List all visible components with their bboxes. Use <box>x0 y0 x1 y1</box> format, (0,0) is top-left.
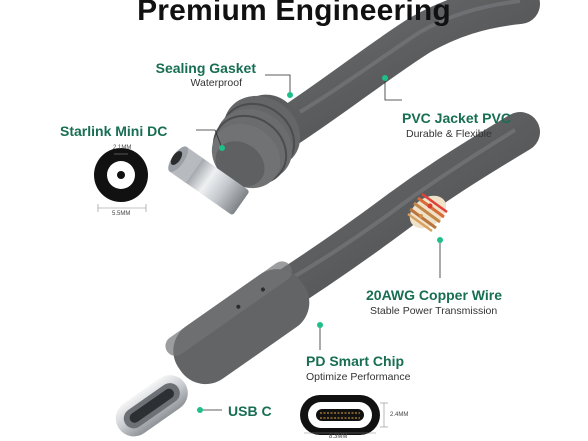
page-title: Premium Engineering <box>137 0 451 27</box>
usb-c-label: USB C <box>228 403 272 419</box>
copper-wire-strands <box>407 192 448 233</box>
pvc-jacket-sub: Durable & Flexible <box>406 128 492 140</box>
sealing-gasket-sub: Waterproof <box>190 77 242 89</box>
dc-inner-dimension: 2.1MM <box>113 145 132 151</box>
dc-barrel-shape <box>168 146 249 215</box>
sealing-gasket-label: Sealing Gasket <box>155 60 256 76</box>
usbc-plug-shape <box>115 375 188 437</box>
callout-leaders <box>196 74 441 411</box>
starlink-dc-label: Starlink Mini DC <box>60 123 168 139</box>
pd-chip-sub: Optimize Performance <box>306 371 411 383</box>
copper-wire-sub: Stable Power Transmission <box>370 305 498 317</box>
callout-dots <box>197 75 443 413</box>
usbc-body-shape <box>165 261 310 385</box>
dc-outer-dimension: 5.5MM <box>112 211 131 217</box>
usbc-width-dimension: 8.3MM <box>329 434 348 440</box>
sealing-gasket-shape <box>211 94 301 189</box>
dc-end-view <box>94 148 148 212</box>
pd-chip-label: PD Smart Chip <box>306 353 405 369</box>
copper-wire-label: 20AWG Copper Wire <box>366 287 503 303</box>
pvc-jacket-label: PVC Jacket PVC <box>402 110 511 126</box>
usbc-end-view <box>300 395 388 435</box>
usbc-height-dimension: 2.4MM <box>390 412 409 418</box>
upper-cable <box>260 0 540 152</box>
lower-cable <box>250 112 540 320</box>
